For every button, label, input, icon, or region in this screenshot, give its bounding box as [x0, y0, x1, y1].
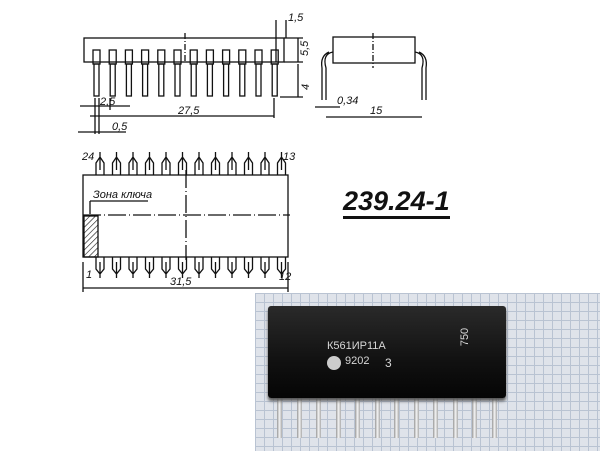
- chip-side-code: 750: [459, 327, 472, 347]
- chip-mark: 3: [385, 356, 392, 370]
- chip-body: [268, 306, 506, 398]
- lead-top: [177, 152, 188, 175]
- lead-top: [243, 152, 254, 175]
- chip-pin: [355, 393, 360, 438]
- top-view: [82, 152, 290, 292]
- chip-pin: [413, 393, 419, 438]
- lead-bottom: [243, 257, 254, 278]
- chip-pin: [491, 393, 497, 438]
- lead-bottom: [260, 257, 270, 278]
- lead-bottom: [227, 257, 237, 278]
- lead: [158, 63, 165, 97]
- chip-pin: [433, 393, 438, 438]
- lead-top: [194, 152, 204, 175]
- lead-bottom: [276, 257, 287, 278]
- dim-lead-pitch: 2,5: [99, 96, 116, 108]
- lead-top: [144, 152, 155, 175]
- key-zone-label: Зона ключа: [93, 189, 152, 201]
- lead-top: [128, 152, 138, 175]
- dim-body-height: 5,5: [299, 40, 311, 56]
- chip-pin: [452, 393, 458, 438]
- lead-top: [111, 152, 122, 175]
- pin-label-12: 12: [279, 271, 291, 283]
- chip-pins: [255, 293, 600, 451]
- chip-pin: [374, 393, 380, 438]
- lead: [125, 63, 133, 97]
- lead: [93, 63, 100, 97]
- lead-bottom: [128, 257, 138, 278]
- dim-lead-length: 4: [300, 84, 312, 90]
- lead: [255, 63, 262, 97]
- lead-top: [95, 152, 105, 175]
- dim-lead-thickness: 0,34: [337, 95, 358, 107]
- manufacturer-logo-icon: [327, 356, 341, 370]
- lead-bottom: [111, 257, 122, 278]
- chip-photo: К561ИР11А 9202 3 750: [255, 293, 600, 451]
- lead: [239, 63, 246, 97]
- lead-top: [260, 152, 270, 175]
- lead-bottom: [210, 257, 221, 278]
- lead: [206, 63, 214, 97]
- lead-bottom: [177, 257, 188, 278]
- pin-label-24: 24: [81, 151, 94, 163]
- dim-body-length: 31,5: [170, 276, 192, 288]
- lead: [271, 63, 278, 97]
- dim-lead-width: 0,5: [112, 121, 128, 133]
- lead-bottom: [95, 257, 105, 278]
- dim-row-spacing: 15: [370, 105, 383, 117]
- lead-bottom: [144, 257, 155, 278]
- pin-label-13: 13: [283, 151, 296, 163]
- dim-top-offset: 1,5: [288, 12, 304, 24]
- side-view-front: [78, 20, 303, 134]
- chip-part-number: К561ИР11А: [327, 340, 386, 352]
- package-code: 239.24-1: [343, 186, 450, 219]
- lead-top: [161, 152, 171, 175]
- chip-pin: [296, 393, 302, 438]
- lead-bottom: [161, 257, 171, 278]
- lead-bottom: [194, 257, 204, 278]
- chip-pin: [394, 393, 399, 438]
- chip-pin: [472, 393, 477, 438]
- lead-top: [227, 152, 237, 175]
- chip-pin: [277, 393, 282, 438]
- chip-pin: [316, 393, 321, 438]
- lead-top: [210, 152, 221, 175]
- side-view-end: [315, 33, 427, 118]
- chip-date-code: 9202: [345, 355, 370, 367]
- lead: [222, 63, 230, 97]
- lead-top: [276, 152, 287, 175]
- chip-pin: [335, 393, 341, 438]
- pin-label-1: 1: [86, 269, 92, 281]
- lead: [141, 63, 149, 97]
- dim-span: 27,5: [177, 105, 200, 117]
- lead: [190, 63, 197, 97]
- lead: [174, 63, 181, 97]
- lead: [109, 63, 116, 97]
